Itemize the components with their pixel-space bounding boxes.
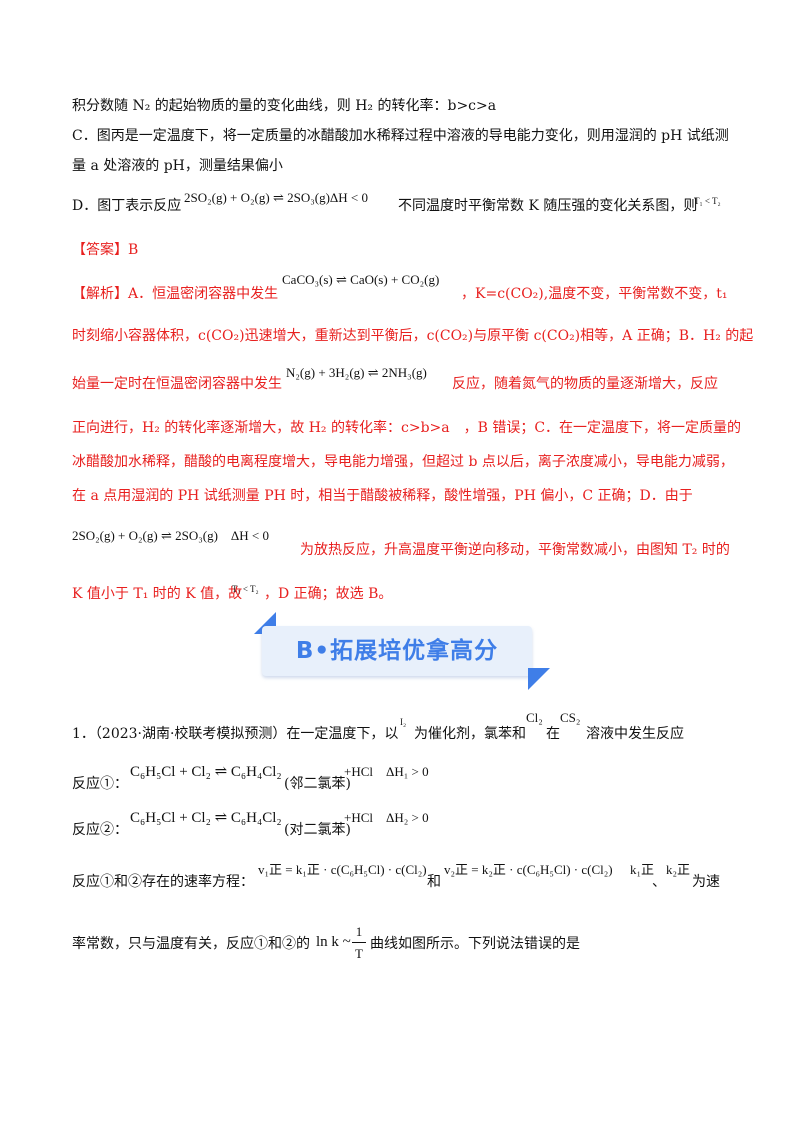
text-line: 不同温度时平衡常数 K 随压强的变化关系图，则: [398, 198, 698, 214]
text-line: 量 a 处溶液的 pH，测量结果偏小: [72, 158, 283, 174]
analysis-line: 时刻缩小容器体积，c(CO₂)迅速增大，重新达到平衡后，c(CO₂)与原平衡 c…: [72, 328, 754, 344]
analysis-line: 反应，随着氮气的物质的量逐渐增大，反应: [452, 376, 718, 392]
formula-so2b: 2SO₂(g) + O₂(g) ⇌ 2SO₃(g) ΔH < 0: [72, 528, 269, 543]
formula-cl2: Cl₂: [526, 710, 543, 725]
formula-k1: k₁正: [630, 862, 655, 877]
formula-k2: k₂正: [666, 862, 691, 877]
formula-i2: I₂: [400, 717, 407, 727]
analysis-line: 为放热反应，升高温度平衡逆向移动，平衡常数减小，由图知 T₂ 时的: [300, 542, 730, 558]
rate-equation-line: 和: [427, 874, 441, 890]
reaction-2-product: (对二氯苯): [284, 822, 351, 838]
formula-lnk: ln k ~: [316, 934, 351, 950]
formula-t1t2: T₁ < T₂: [694, 196, 721, 206]
reaction-1-label: 反应①：: [72, 776, 128, 792]
analysis-line: 在 a 点用湿润的 PH 试纸测量 PH 时，相当于醋酸被稀释，酸性增强，PH …: [72, 488, 693, 504]
formula-caco3: CaCO₃(s) ⇌ CaO(s) + CO₂(g): [282, 272, 440, 287]
reaction-2-label: 反应②：: [72, 822, 128, 838]
question-line: 溶液中发生反应: [586, 726, 684, 742]
rate-equation-line: 为速: [692, 874, 720, 890]
analysis-line: 正向进行，H₂ 的转化率逐渐增大，故 H₂ 的转化率：c>b>a ，B 错误；C…: [72, 420, 742, 436]
section-banner: B•拓展培优拿高分: [254, 612, 550, 690]
option-c-line: C．图丙是一定温度下，将一定质量的冰醋酸加水稀释过程中溶液的导电能力变化，则用湿…: [72, 128, 729, 144]
answer-line: 【答案】B: [72, 242, 139, 258]
formula-cs2: CS₂: [560, 710, 581, 725]
rate-constant-line: 曲线如图所示。下列说法错误的是: [370, 936, 580, 952]
formula-v2: v₂正 = k₂正 · c(C₆H₅Cl) · c(Cl₂): [444, 862, 613, 877]
analysis-line: K 值小于 T₁ 时的 K 值，故: [72, 586, 243, 602]
fraction-bar: [352, 942, 366, 943]
question-line: 在: [546, 726, 560, 742]
banner-corner: [528, 668, 550, 690]
rate-constant-line: 率常数，只与温度有关，反应①和②的: [72, 936, 310, 952]
option-d-line: D．图丁表示反应: [72, 198, 182, 214]
formula-v1: v₁正 = k₁正 · c(C₆H₅Cl) · c(Cl₂): [258, 862, 427, 877]
formula-r2h: +HCl ΔH₂ > 0: [344, 810, 429, 825]
formula-r1: C₆H₅Cl + Cl₂ ⇌ C₆H₄Cl₂: [130, 764, 282, 780]
banner-title: B•拓展培优拿高分: [295, 638, 499, 664]
banner-box: [262, 626, 532, 676]
reaction-1-product: (邻二氯苯): [284, 776, 351, 792]
analysis-line: ，D 正确；故选 B。: [264, 586, 393, 602]
rate-equation-line: 、: [652, 874, 666, 890]
analysis-line: 【解析】A．恒温密闭容器中发生: [72, 286, 279, 302]
text-line: 积分数随 N₂ 的起始物质的量的变化曲线，则 H₂ 的转化率：b>c>a: [72, 98, 497, 114]
formula-T: T: [355, 946, 363, 961]
formula-r2: C₆H₅Cl + Cl₂ ⇌ C₆H₄Cl₂: [130, 810, 282, 826]
question-line: 1．（2023·湖南·校联考模拟预测）在一定温度下，以: [72, 726, 399, 742]
formula-t1t2: T₁ < T₂: [232, 584, 259, 594]
formula-n2: N₂(g) + 3H₂(g) ⇌ 2NH₃(g): [286, 365, 427, 380]
formula-so2: 2SO₂(g) + O₂(g) ⇌ 2SO₃(g)ΔH < 0: [184, 190, 368, 205]
formula-one: 1: [355, 924, 363, 939]
analysis-line: 始量一定时在恒温密闭容器中发生: [72, 376, 282, 392]
question-line: 为催化剂，氯苯和: [414, 726, 526, 742]
rate-equation-line: 反应①和②存在的速率方程：: [72, 874, 254, 890]
formula-r1h: +HCl ΔH₁ > 0: [344, 764, 429, 779]
analysis-line: ，K=c(CO₂),温度不变，平衡常数不变，t₁: [461, 286, 728, 302]
analysis-line: 冰醋酸加水稀释，醋酸的电离程度增大，导电能力增强，但超过 b 点以后，离子浓度减…: [72, 454, 734, 470]
